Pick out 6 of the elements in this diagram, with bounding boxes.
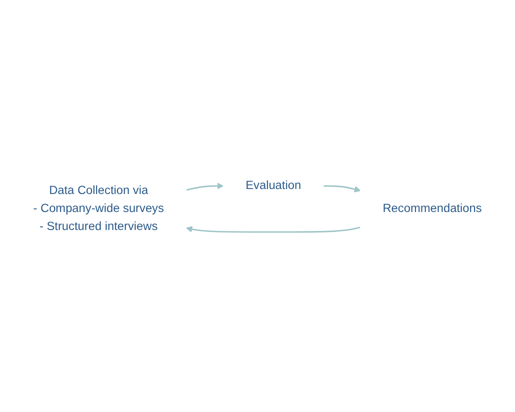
node-text: Data Collection via - Company-wide surveys - Structured interviews bbox=[33, 184, 164, 232]
arrow bbox=[323, 184, 361, 192]
arrow bbox=[186, 182, 224, 190]
node-text: Evaluation bbox=[246, 178, 302, 192]
arrow bbox=[186, 226, 361, 232]
node-text: Recommendations bbox=[382, 202, 482, 215]
